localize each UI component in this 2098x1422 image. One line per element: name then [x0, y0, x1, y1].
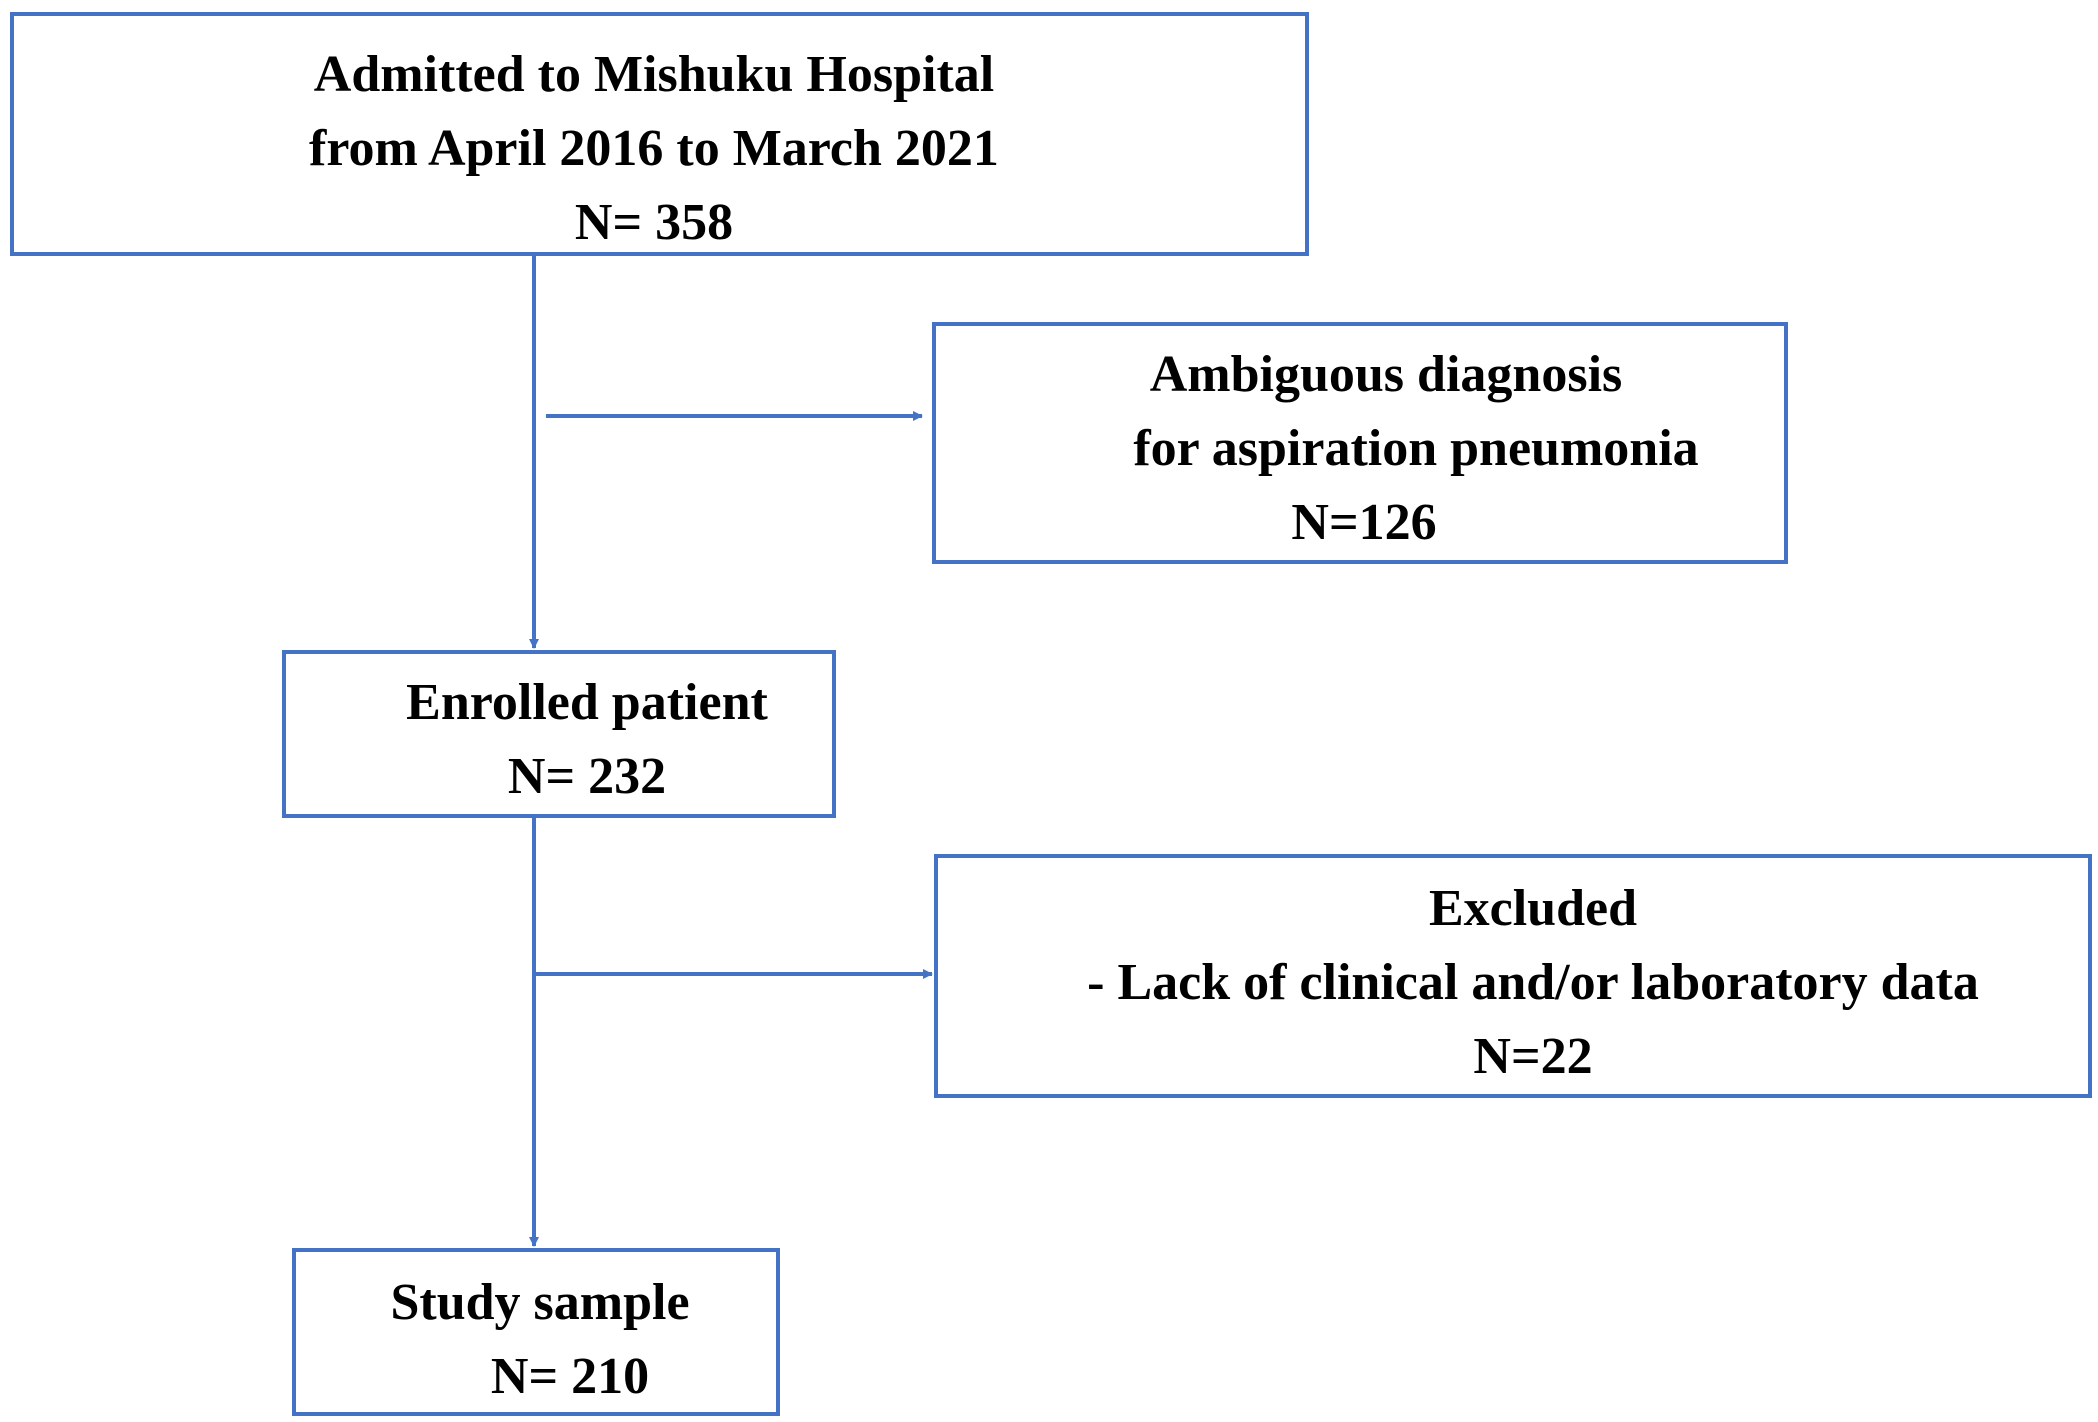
admitted-count: N= 358 [574, 194, 734, 251]
excluded-label: Excluded [1428, 880, 1638, 937]
study-sample-box: Study sample N= 210 [292, 1248, 780, 1416]
enrolled-count: N= 232 [507, 748, 667, 805]
excluded-count: N=22 [1473, 1028, 1593, 1085]
study-label: Study sample [390, 1274, 690, 1331]
study-count: N= 210 [490, 1348, 650, 1405]
ambiguous-label-line1: Ambiguous diagnosis [1149, 346, 1623, 403]
ambiguous-label-line2: for aspiration pneumonia [1133, 420, 1699, 477]
admitted-label-line2: from April 2016 to March 2021 [309, 120, 999, 177]
enrolled-label: Enrolled patient [406, 674, 768, 731]
excluded-box: Excluded - Lack of clinical and/or labor… [934, 854, 2092, 1098]
excluded-reason: - Lack of clinical and/or laboratory dat… [1087, 954, 1979, 1011]
ambiguous-diagnosis-box: Ambiguous diagnosis for aspiration pneum… [932, 322, 1788, 564]
admitted-label-line1: Admitted to Mishuku Hospital [313, 46, 995, 103]
enrolled-box: Enrolled patient N= 232 [282, 650, 836, 818]
ambiguous-count: N=126 [1291, 494, 1437, 551]
admitted-box: Admitted to Mishuku Hospital from April … [10, 12, 1309, 256]
